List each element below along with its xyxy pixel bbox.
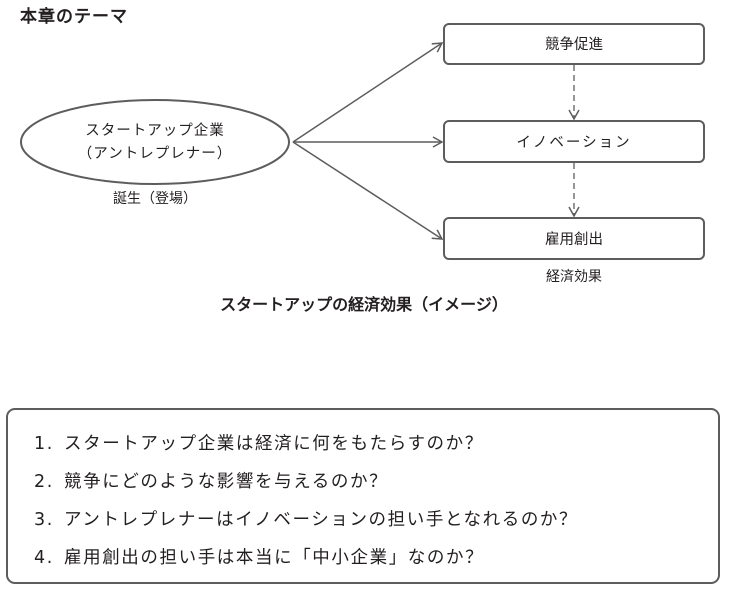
- arrow-to-employment: [292, 141, 444, 240]
- question-item: 2. 競争にどのような影響を与えるのか？: [34, 468, 388, 493]
- question-number: 2.: [34, 472, 54, 492]
- arrow-to-competition: [292, 42, 444, 143]
- question-number: 4.: [34, 548, 54, 568]
- question-text: アントレプレナーはイノベーションの担い手となれるのか？: [64, 510, 579, 530]
- target-label-innovation: イノベーション: [516, 135, 631, 151]
- target-innovation: イノベーション: [443, 120, 705, 163]
- target-competition: 競争促進: [443, 23, 705, 65]
- question-text: 雇用創出の担い手は本当に「中小企業」なのか？: [64, 548, 485, 568]
- startup-node: スタートアップ企業 （アントレプレナー）: [20, 99, 290, 185]
- target-employment: 雇用創出: [443, 217, 705, 260]
- startup-ellipse: [20, 99, 290, 185]
- targets-caption: 経済効果: [546, 269, 602, 285]
- question-number: 1.: [34, 434, 54, 454]
- target-label-employment: 雇用創出: [545, 231, 603, 248]
- startup-effects-diagram: スタートアップ企業 （アントレプレナー） 誕生（登場） 競争促進 イノベーション…: [20, 23, 705, 314]
- target-box-innovation: [443, 120, 705, 163]
- target-box-employment: [443, 217, 705, 260]
- question-number: 3.: [34, 510, 54, 530]
- question-item: 3. アントレプレナーはイノベーションの担い手となれるのか？: [34, 506, 578, 531]
- question-text: スタートアップ企業は経済に何をもたらすのか？: [64, 434, 484, 454]
- target-label-competition: 競争促進: [545, 35, 603, 53]
- diagram-title: スタートアップの経済効果（イメージ）: [220, 295, 508, 314]
- startup-caption: 誕生（登場）: [113, 191, 197, 207]
- questions-box: 1. スタートアップ企業は経済に何をもたらすのか？ 2. 競争にどのような影響を与え…: [6, 408, 720, 584]
- startup-label-line2: （アントレプレナー）: [78, 145, 232, 162]
- startup-label-line1: スタートアップ企業: [85, 121, 225, 139]
- question-item: 1. スタートアップ企業は経済に何をもたらすのか？: [34, 430, 484, 455]
- question-item: 4. 雇用創出の担い手は本当に「中小企業」なのか？: [34, 544, 484, 569]
- chapter-theme-heading: 本章のテーマ: [20, 7, 128, 27]
- target-box-competition: [443, 23, 705, 65]
- question-text: 競争にどのような影響を与えるのか？: [64, 472, 389, 492]
